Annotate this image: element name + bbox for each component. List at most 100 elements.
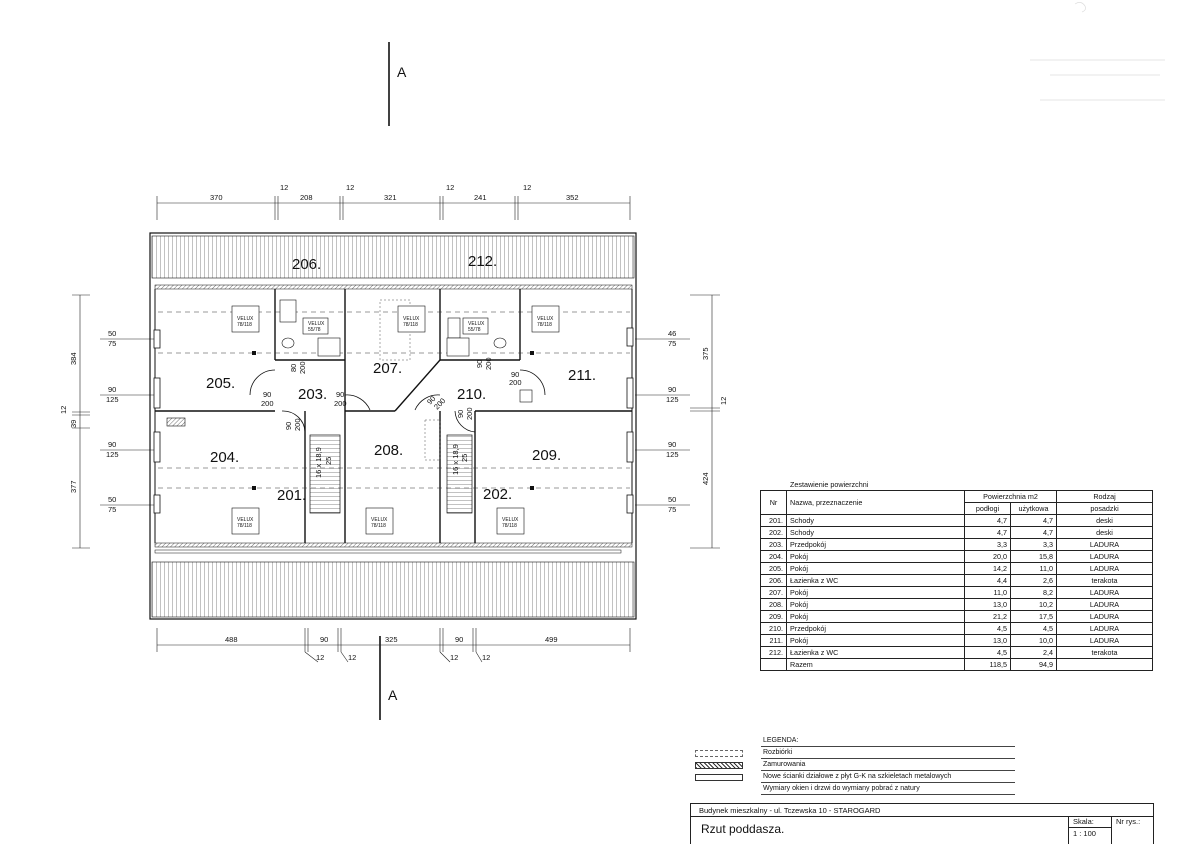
areas-header-nr: Nr bbox=[760, 490, 787, 515]
skylight-8-label: VELUX bbox=[502, 517, 519, 523]
win-left-4-top: 50 bbox=[108, 495, 116, 504]
areas-caption: Zestawienie powierzchni bbox=[790, 480, 869, 489]
drawing-title: Rzut poddasza. bbox=[701, 822, 785, 836]
areas-cell-floor: 4,4 bbox=[964, 574, 1011, 587]
door-212-b: 200 bbox=[484, 357, 493, 370]
areas-cell-nr: 211. bbox=[760, 634, 787, 647]
areas-total-name: Razem bbox=[786, 658, 965, 671]
win-right-4-top: 50 bbox=[668, 495, 676, 504]
skylight-7-size: 78/118 bbox=[371, 523, 386, 529]
dim-top-8: 12 bbox=[523, 183, 531, 192]
areas-cell-usable: 11,0 bbox=[1009, 562, 1058, 575]
areas-cell-type: LADURA bbox=[1056, 610, 1154, 623]
dim-top-1: 370 bbox=[210, 193, 223, 202]
dim-bottom-5: 499 bbox=[545, 635, 558, 644]
section-label-top: A bbox=[397, 64, 407, 80]
door-203a-bottom: 200 bbox=[261, 399, 274, 408]
door-212-a: 90 bbox=[475, 360, 484, 368]
win-left-2-bottom: 125 bbox=[106, 395, 119, 404]
skylight-2-label: VELUX bbox=[403, 316, 420, 322]
areas-cell-usable: 2,6 bbox=[1009, 574, 1058, 587]
areas-cell-usable: 4,7 bbox=[1009, 514, 1058, 527]
legend: LEGENDA: Rozbiórki Zamurowania Nowe ścia… bbox=[695, 735, 1015, 795]
door-203a-top: 90 bbox=[263, 390, 271, 399]
areas-cell-usable: 15,8 bbox=[1009, 550, 1058, 563]
areas-cell-nr: 204. bbox=[760, 550, 787, 563]
skylight-3-label: VELUX bbox=[537, 316, 554, 322]
dim-bottom-6: 12 bbox=[316, 653, 324, 662]
areas-cell-floor: 3,3 bbox=[964, 538, 1011, 551]
areas-cell-floor: 4,5 bbox=[964, 622, 1011, 635]
bathroom-fixtures bbox=[166, 299, 533, 427]
legend-item-bricking-label: Zamurowania bbox=[763, 761, 806, 768]
dim-bottom-3: 325 bbox=[385, 635, 398, 644]
legend-item-demolition-label: Rozbiórki bbox=[763, 749, 793, 756]
areas-cell-nr: 205. bbox=[760, 562, 787, 575]
areas-cell-floor: 13,0 bbox=[964, 598, 1011, 611]
skylight-1-label: VELUX bbox=[237, 316, 254, 322]
section-line-top: A bbox=[388, 42, 407, 126]
stair-right bbox=[446, 434, 473, 514]
skylight-3-size: 78/118 bbox=[537, 322, 552, 328]
win-left-1-bottom: 75 bbox=[108, 339, 116, 348]
dim-bottom-9: 12 bbox=[482, 653, 490, 662]
areas-cell-floor: 13,0 bbox=[964, 634, 1011, 647]
scan-artifacts bbox=[1030, 2, 1165, 101]
dim-top-7: 241 bbox=[474, 193, 487, 202]
areas-cell-name: Pokój bbox=[786, 586, 965, 599]
areas-cell-nr: 210. bbox=[760, 622, 787, 635]
skylight-6-size: 78/118 bbox=[237, 523, 252, 529]
wall-bottom bbox=[154, 542, 633, 548]
dim-top-4: 12 bbox=[346, 183, 354, 192]
dim-right-3: 424 bbox=[701, 472, 710, 485]
dim-left-4: 377 bbox=[69, 480, 78, 493]
dimension-line-top bbox=[156, 196, 631, 220]
areas-cell-name: Łazienka z WC bbox=[786, 646, 965, 659]
door-210-top: 90 bbox=[511, 370, 519, 379]
section-line-bottom: A bbox=[379, 636, 398, 720]
areas-cell-usable: 10,0 bbox=[1009, 634, 1058, 647]
dim-top-2: 12 bbox=[280, 183, 288, 192]
areas-header-type: Rodzaj bbox=[1056, 490, 1154, 503]
areas-cell-type: terakota bbox=[1056, 646, 1154, 659]
stair-middle bbox=[379, 299, 441, 461]
dimension-line-left bbox=[72, 294, 90, 549]
door-210-bottom: 200 bbox=[509, 378, 522, 387]
win-right-2-bottom: 125 bbox=[666, 395, 679, 404]
dim-top-5: 321 bbox=[384, 193, 397, 202]
win-left-2-top: 90 bbox=[108, 385, 116, 394]
dim-bottom-1: 488 bbox=[225, 635, 238, 644]
legend-item-note: Wymiary okien i drzwi do wymiany pobrać … bbox=[761, 783, 1015, 795]
door-206-a: 80 bbox=[289, 364, 298, 372]
legend-swatch-partitions bbox=[695, 774, 743, 781]
interior-walls bbox=[155, 289, 632, 543]
areas-cell-usable: 8,2 bbox=[1009, 586, 1058, 599]
areas-cell-name: Przedpokój bbox=[786, 538, 965, 551]
legend-swatch-bricking bbox=[695, 762, 743, 769]
roof-eave-bottom bbox=[151, 561, 635, 618]
room-212-label: 212. bbox=[468, 253, 497, 270]
legend-item-bricking: Zamurowania bbox=[695, 759, 1015, 771]
areas-table: Zestawienie powierzchni Nr Nazwa, przezn… bbox=[760, 480, 1154, 671]
win-left-3-bottom: 125 bbox=[106, 450, 119, 459]
areas-grid: Nr Nazwa, przeznaczenie Powierzchnia m2 … bbox=[760, 490, 1154, 671]
legend-item-partitions: Nowe ścianki działowe z płyt G-K na szki… bbox=[695, 771, 1015, 783]
stair-left-size: 16 x 18,9 bbox=[314, 447, 323, 478]
wall-windows bbox=[153, 327, 634, 514]
room-205-label: 205. bbox=[206, 375, 235, 392]
areas-cell-nr: 203. bbox=[760, 538, 787, 551]
door-203-v: 90 bbox=[284, 422, 293, 430]
areas-header-area: Powierzchnia m2 bbox=[963, 490, 1058, 503]
areas-cell-type: LADURA bbox=[1056, 598, 1154, 611]
areas-cell-name: Pokój bbox=[786, 598, 965, 611]
dim-left-1: 384 bbox=[69, 352, 78, 365]
areas-cell-floor: 21,2 bbox=[964, 610, 1011, 623]
wall-top bbox=[154, 284, 633, 290]
dim-bottom-7: 12 bbox=[348, 653, 356, 662]
dim-bottom-8: 12 bbox=[450, 653, 458, 662]
dim-right-2: 12 bbox=[719, 397, 728, 405]
stair-left bbox=[309, 434, 341, 514]
areas-cell-name: Pokój bbox=[786, 634, 965, 647]
win-right-2-top: 90 bbox=[668, 385, 676, 394]
